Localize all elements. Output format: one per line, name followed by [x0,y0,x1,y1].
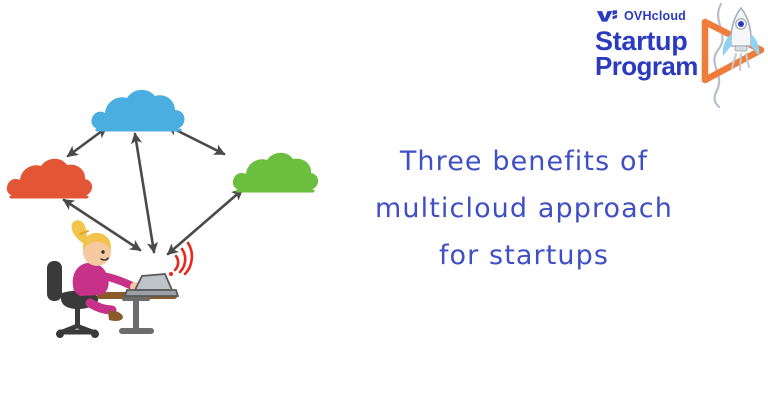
person-ponytail [71,220,88,246]
red-cloud [6,158,93,199]
rocket-in-triangle-icon [701,2,765,108]
arrow-blue-person [130,132,159,254]
wifi-waves-icon [169,241,194,276]
headline-line-1: Three benefits of [399,146,649,177]
person-shirt [72,262,109,296]
arrow-red-person [62,198,142,252]
person-shoe [108,310,123,321]
startup-program-line-1: Startup [595,26,688,56]
ovhcloud-v-mark-icon [596,10,618,22]
ovhcloud-wordmark: OVHcloud [624,8,687,23]
person-head [83,238,111,266]
ovhcloud-logo: OVHcloud [596,9,686,23]
headline-line-3: for startups [438,240,610,271]
brand-block: OVHcloud Startup Program [588,2,768,108]
person-hair [82,232,112,250]
blue-cloud [91,89,185,132]
startup-program-title: Startup Program [595,26,707,82]
startup-program-line-2: Program [595,51,698,82]
arrow-green-person [166,188,244,256]
multicloud-diagram [6,89,319,338]
slide-headline: Three benefits of multicloud approach fo… [340,148,708,269]
headline-line-2: multicloud approach [375,193,673,224]
green-cloud [232,152,319,193]
arrow-red-blue [66,126,108,158]
chair-back [47,261,62,301]
laptop [123,273,180,297]
person-at-desk [47,220,194,338]
